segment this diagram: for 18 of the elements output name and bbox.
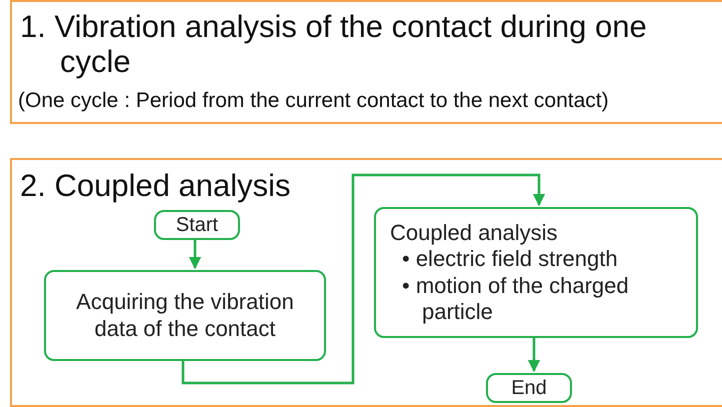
process-box: [44, 270, 326, 361]
terminal-box: [486, 373, 572, 403]
box-text: Acquiring the vibration data of the contact: [75, 289, 295, 342]
bullet-item: • motion of the charged particle: [401, 272, 630, 326]
box-text: Start: [176, 213, 218, 237]
arrow: [188, 238, 202, 270]
arrow: [182, 174, 546, 384]
terminal-box: [154, 210, 240, 240]
bullet-item: • electric field strength: [401, 246, 618, 272]
section-note: (One cycle : Period from the current contact to the next contact): [18, 89, 609, 113]
section-panel: [10, 0, 722, 124]
box-text: End: [511, 376, 547, 400]
process-box: [374, 207, 698, 338]
section-panel: [10, 158, 722, 407]
box-heading: Coupled analysis: [390, 220, 558, 246]
section-heading: 1. Vibration analysis of the contact during one cycle: [20, 10, 648, 80]
arrow: [528, 336, 540, 372]
section-heading: 2. Coupled analysis: [20, 168, 291, 204]
